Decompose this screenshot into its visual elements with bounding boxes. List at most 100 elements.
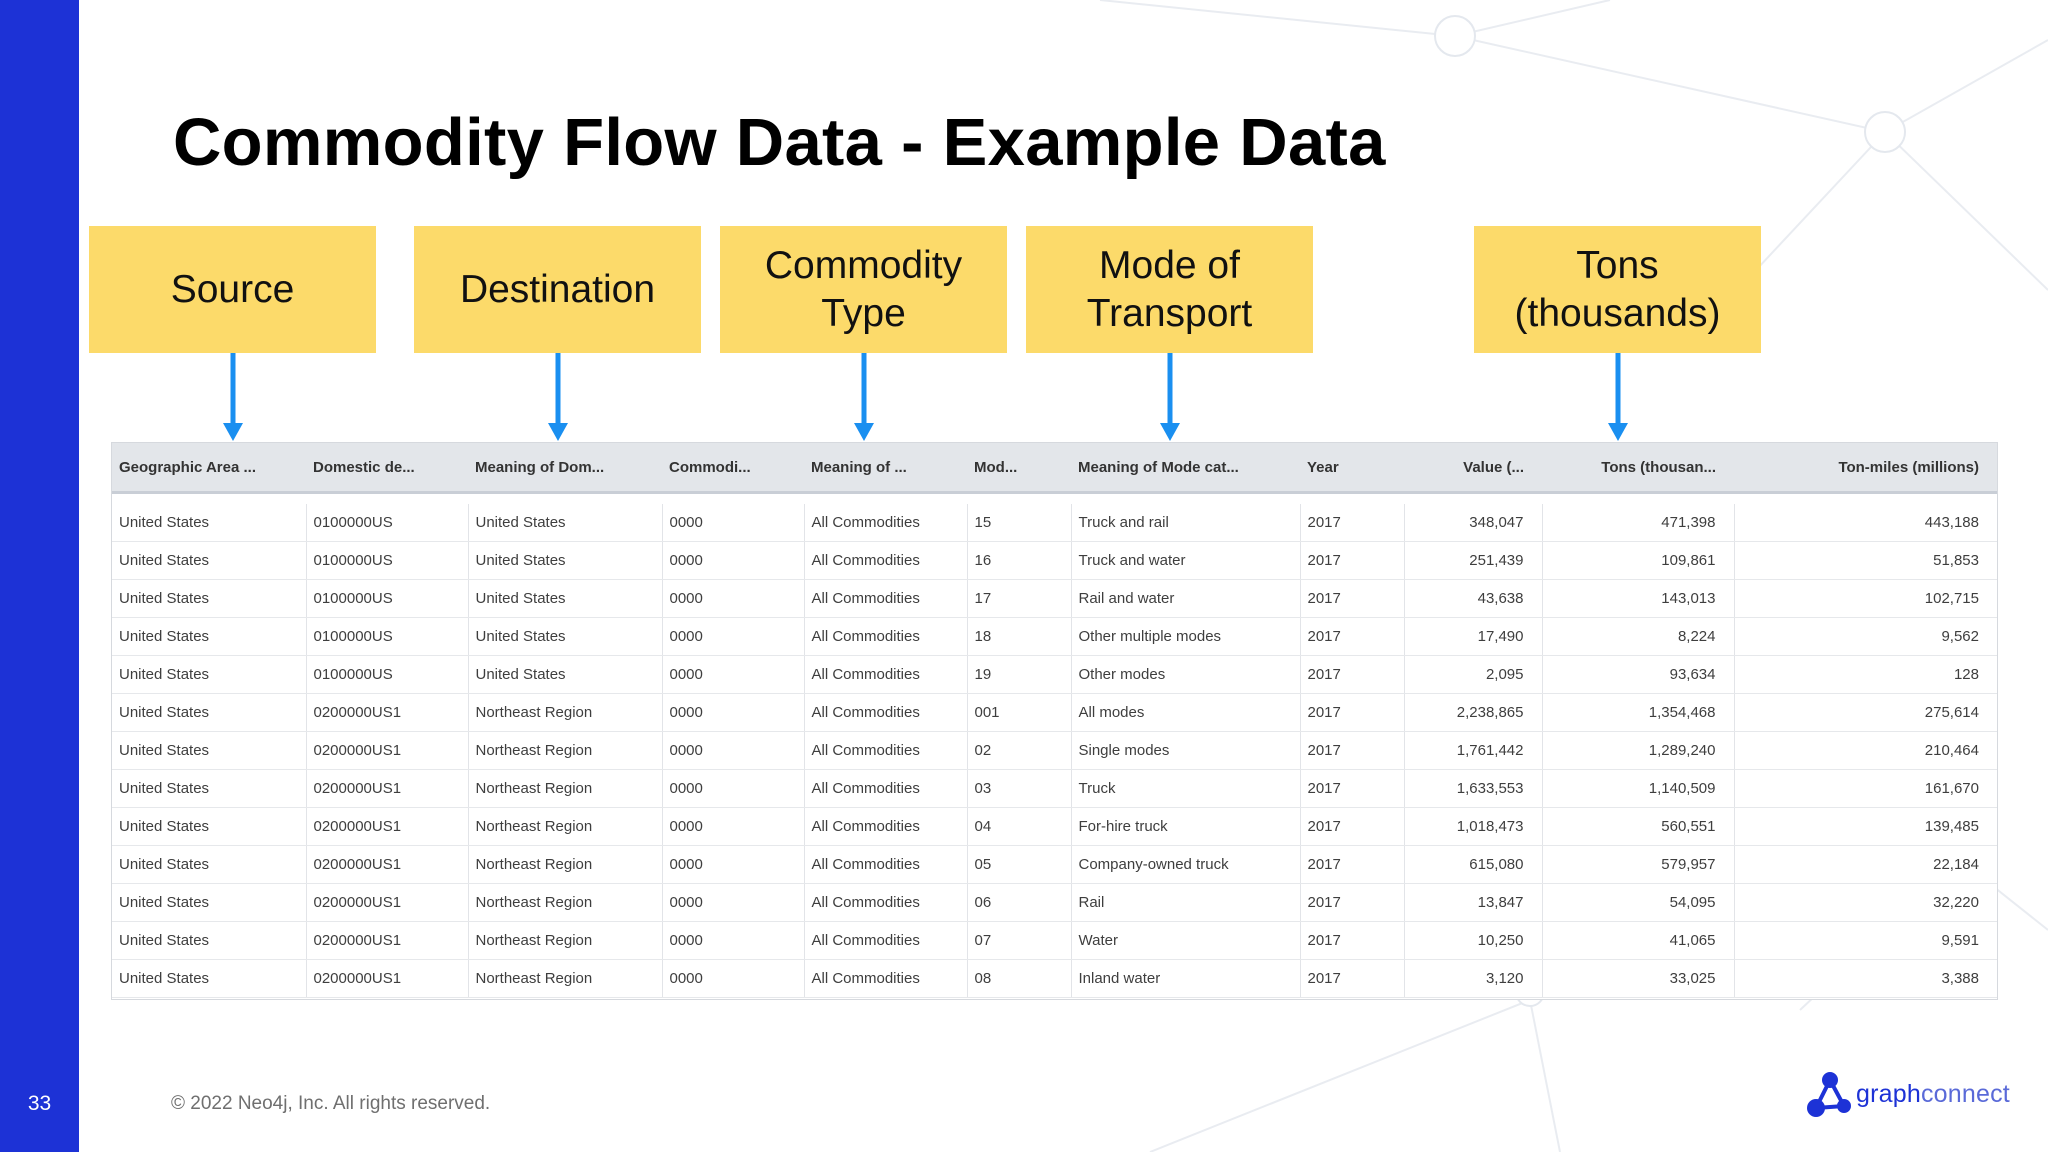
table-cell: 0100000US	[306, 541, 469, 580]
table-cell: 9,591	[1734, 921, 1997, 960]
table-cell: Northeast Region	[468, 807, 663, 846]
table-cell: 128	[1734, 655, 1997, 694]
table-cell: 348,047	[1404, 504, 1543, 542]
table-cell: 102,715	[1734, 579, 1997, 618]
table-cell: United States	[112, 807, 307, 846]
table-cell: 15	[967, 504, 1072, 542]
table-cell: Single modes	[1071, 731, 1301, 770]
table-cell: 2017	[1300, 655, 1405, 694]
table-cell: Northeast Region	[468, 959, 663, 998]
column-header: Year	[1300, 443, 1404, 494]
table-cell: Northeast Region	[468, 693, 663, 732]
table-cell: 001	[967, 693, 1072, 732]
table-cell: United States	[112, 845, 307, 884]
table-cell: United States	[112, 655, 307, 694]
table-cell: Rail and water	[1071, 579, 1301, 618]
table-cell: 1,761,442	[1404, 731, 1543, 770]
table-cell: 0200000US1	[306, 845, 469, 884]
table-cell: United States	[112, 921, 307, 960]
table-cell: 210,464	[1734, 731, 1997, 770]
table-cell: 0100000US	[306, 579, 469, 618]
table-cell: 51,853	[1734, 541, 1997, 580]
label-source: Source	[89, 226, 376, 353]
table-cell: 04	[967, 807, 1072, 846]
arrow-down-icon	[1160, 353, 1180, 441]
table-cell: All Commodities	[804, 959, 968, 998]
table-cell: Northeast Region	[468, 769, 663, 808]
table-cell: United States	[112, 731, 307, 770]
table-cell: 0200000US1	[306, 731, 469, 770]
table-cell: United States	[112, 883, 307, 922]
arrow-down-icon	[223, 353, 243, 441]
table-cell: United States	[112, 617, 307, 656]
table-cell: Rail	[1071, 883, 1301, 922]
table-cell: 1,140,509	[1542, 769, 1735, 808]
table-cell: 0200000US1	[306, 807, 469, 846]
table-cell: 1,633,553	[1404, 769, 1543, 808]
table-cell: 1,289,240	[1542, 731, 1735, 770]
table-cell: Northeast Region	[468, 921, 663, 960]
table-cell: 0000	[662, 693, 805, 732]
data-table-screenshot: Geographic Area ...Domestic de...Meaning…	[111, 442, 1998, 1000]
table-cell: 17	[967, 579, 1072, 618]
graphconnect-logo-text: graphconnect	[1856, 1080, 2010, 1109]
table-cell: 02	[967, 731, 1072, 770]
table-cell: Other modes	[1071, 655, 1301, 694]
table-cell: 443,188	[1734, 504, 1997, 542]
table-cell: Truck and water	[1071, 541, 1301, 580]
table-cell: 3,120	[1404, 959, 1543, 998]
arrow-down-icon	[1608, 353, 1628, 441]
table-cell: 07	[967, 921, 1072, 960]
table-cell: United States	[468, 541, 663, 580]
column-header: Domestic de...	[306, 443, 468, 494]
table-cell: All Commodities	[804, 769, 968, 808]
table-cell: United States	[112, 541, 307, 580]
table-cell: 05	[967, 845, 1072, 884]
column-header: Meaning of Mode cat...	[1071, 443, 1300, 494]
table-cell: 2017	[1300, 769, 1405, 808]
table-cell: 2017	[1300, 845, 1405, 884]
table-cell: 22,184	[1734, 845, 1997, 884]
table-cell: 161,670	[1734, 769, 1997, 808]
table-cell: 0200000US1	[306, 921, 469, 960]
logo-text-light: connect	[1920, 1080, 2010, 1108]
table-cell: 0000	[662, 655, 805, 694]
table-cell: 275,614	[1734, 693, 1997, 732]
label-commodity-type: Commodity Type	[720, 226, 1007, 353]
table-cell: 0100000US	[306, 655, 469, 694]
table-cell: 2,238,865	[1404, 693, 1543, 732]
arrow-down-icon	[854, 353, 874, 441]
label-mode-of-transport: Mode of Transport	[1026, 226, 1313, 353]
table-cell: 0000	[662, 845, 805, 884]
table-cell: 17,490	[1404, 617, 1543, 656]
table-cell: 10,250	[1404, 921, 1543, 960]
table-cell: 3,388	[1734, 959, 1997, 998]
table-cell: 2017	[1300, 504, 1405, 542]
table-cell: 54,095	[1542, 883, 1735, 922]
table-cell: 0200000US1	[306, 693, 469, 732]
table-cell: 03	[967, 769, 1072, 808]
table-spacer-row	[112, 493, 1997, 505]
table-cell: All Commodities	[804, 883, 968, 922]
table-cell: 0000	[662, 731, 805, 770]
table-cell: 16	[967, 541, 1072, 580]
table-cell: 1,018,473	[1404, 807, 1543, 846]
table-cell: Water	[1071, 921, 1301, 960]
table-cell: 109,861	[1542, 541, 1735, 580]
table-cell: All Commodities	[804, 504, 968, 542]
table-cell: 1,354,468	[1542, 693, 1735, 732]
table-cell: All Commodities	[804, 655, 968, 694]
table-cell: 0200000US1	[306, 769, 469, 808]
table-cell: United States	[112, 693, 307, 732]
table-cell: 2,095	[1404, 655, 1543, 694]
table-header-row: Geographic Area ...Domestic de...Meaning…	[112, 443, 1997, 494]
